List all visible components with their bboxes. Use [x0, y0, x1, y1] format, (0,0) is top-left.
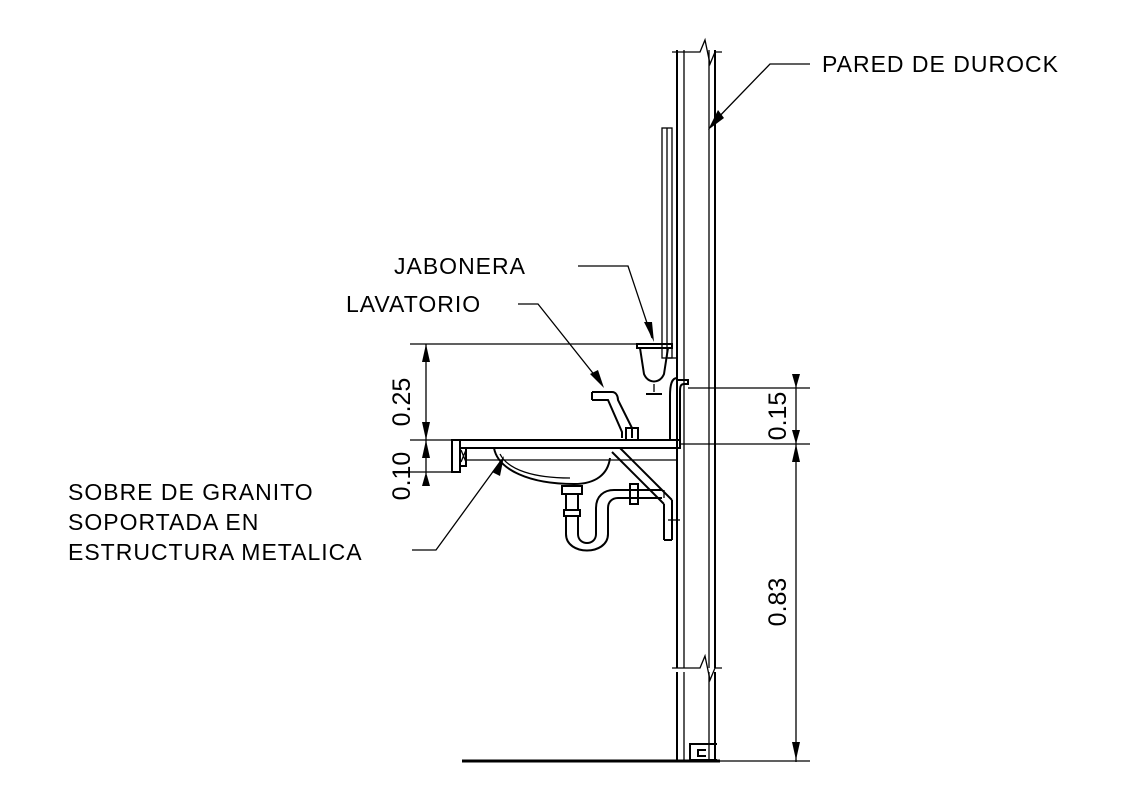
dimension-left — [410, 343, 640, 486]
leader-countertop — [412, 461, 501, 551]
wall-panel — [661, 127, 673, 359]
soap-dish — [636, 343, 677, 395]
wall-base-track — [689, 743, 717, 761]
granite-countertop — [451, 439, 681, 473]
durock-wall — [672, 37, 722, 762]
faucet — [591, 391, 639, 441]
dimension-right — [680, 374, 810, 762]
leader-sink — [518, 303, 601, 383]
dimension-counter-thickness: 0.10 — [388, 452, 416, 501]
label-soap-dish: JABONERA — [394, 253, 526, 279]
metal-bracket — [611, 447, 680, 541]
label-sink: LAVATORIO — [346, 291, 481, 317]
basin — [493, 447, 611, 486]
dimension-counter-height: 0.83 — [764, 578, 792, 627]
backsplash — [669, 377, 689, 444]
label-wall: PARED DE DUROCK — [822, 51, 1059, 77]
wall-break-top — [672, 37, 722, 67]
leader-soap-dish — [578, 265, 653, 339]
leader-wall — [711, 63, 810, 125]
label-countertop-line3: ESTRUCTURA METALICA — [68, 539, 363, 565]
label-countertop-line1: SOBRE DE GRANITO — [68, 479, 314, 505]
p-trap-drain — [561, 483, 665, 552]
dimension-faucet-height: 0.25 — [388, 378, 416, 427]
dimension-backsplash-height: 0.15 — [764, 392, 792, 441]
wall-break-middle — [672, 653, 722, 683]
label-countertop-line2: SOPORTADA EN — [68, 509, 259, 535]
